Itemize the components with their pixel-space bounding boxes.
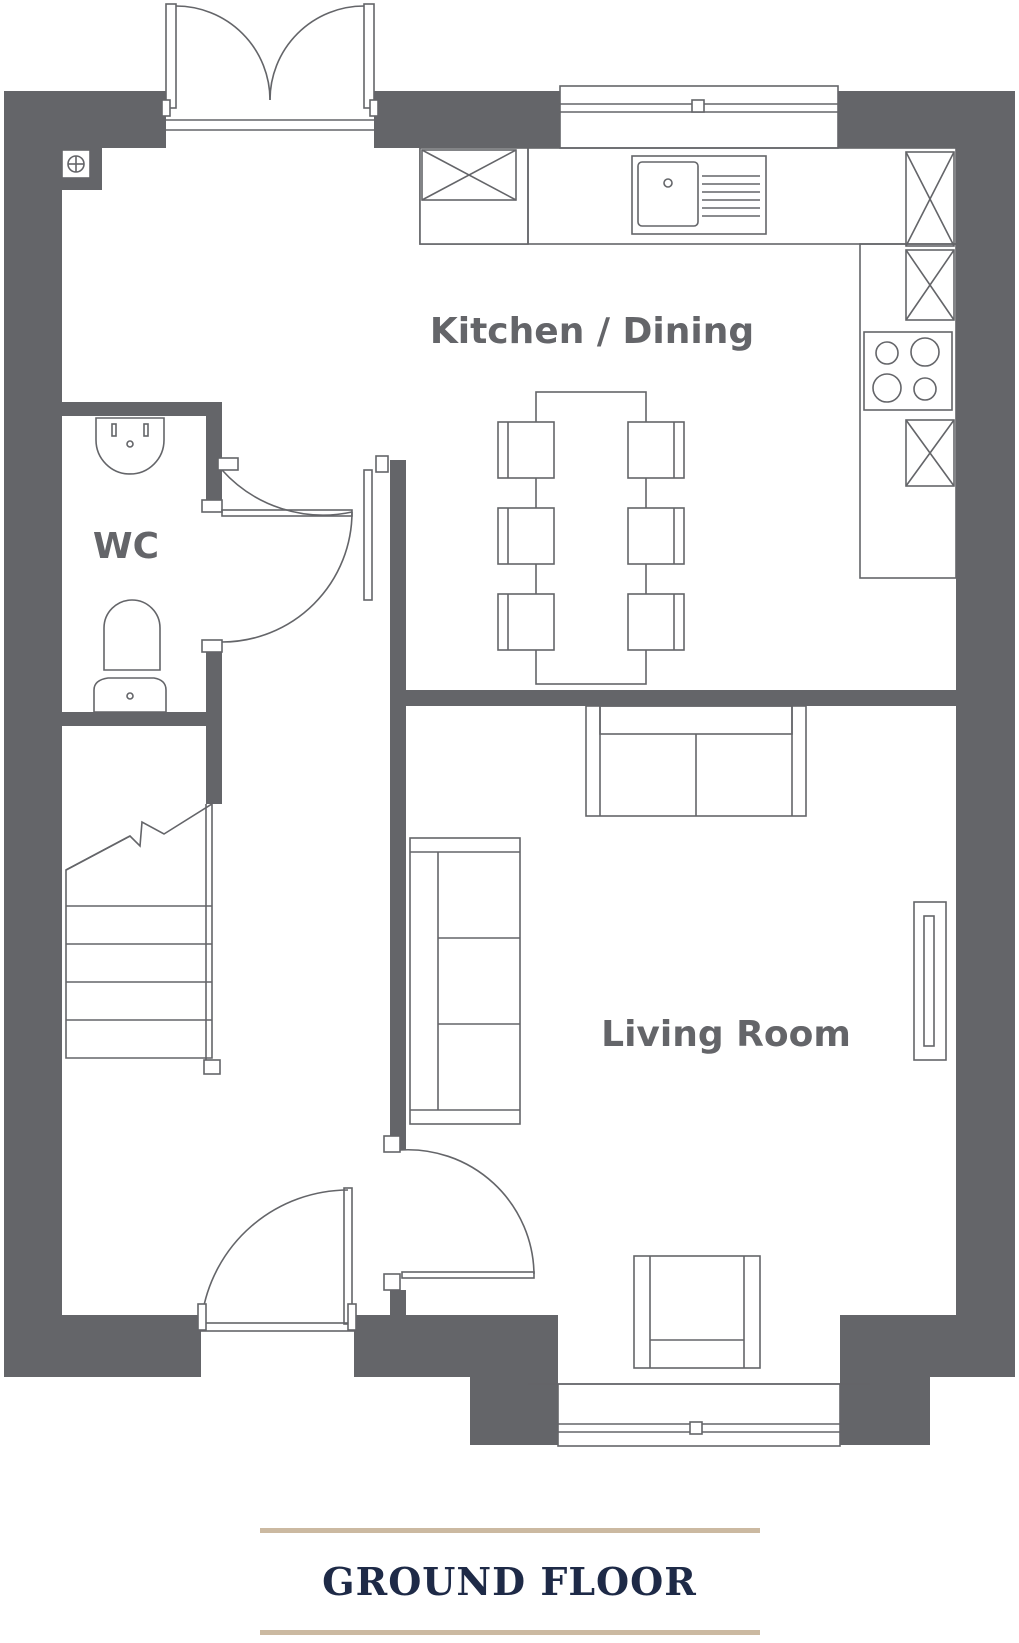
front-bay-window [528, 1383, 870, 1447]
sofa-side [409, 837, 521, 1125]
tv-unit [913, 901, 947, 1061]
french-doors [161, 3, 379, 131]
internal-walls [62, 402, 956, 1315]
armchair [633, 1255, 761, 1369]
kitchen-door [363, 455, 389, 601]
front-door [197, 1187, 357, 1332]
rear-window [559, 85, 839, 149]
living-room-door [383, 1135, 535, 1291]
stairs-icon [65, 802, 221, 1075]
wc-door [201, 457, 353, 653]
hob-icon [863, 331, 953, 411]
wc-label: WC [93, 526, 159, 567]
floor-title: GROUND FLOOR [322, 1559, 697, 1604]
boiler-icon [61, 149, 91, 179]
title-rule-bottom [260, 1630, 760, 1635]
kitchen-units [419, 147, 957, 579]
basin-icon [95, 417, 165, 475]
toilet-icon [93, 599, 167, 713]
dining-table [497, 391, 685, 685]
sofa-top [585, 705, 807, 817]
title-rule-top [260, 1528, 760, 1533]
living-room-label: Living Room [601, 1014, 851, 1055]
external-walls [4, 91, 1015, 1445]
sink-icon [631, 155, 767, 235]
kitchen-dining-label: Kitchen / Dining [430, 311, 754, 352]
